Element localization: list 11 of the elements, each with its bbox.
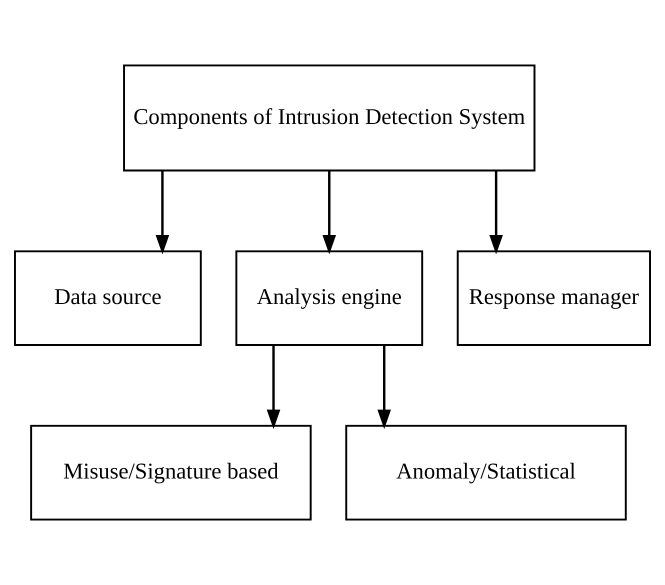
node-box: Response manager [456,250,651,346]
node-box: Components of Intrusion Detection System [123,64,536,172]
arrow [322,170,336,254]
node-box: Analysis engine [235,250,424,346]
node-box: Anomaly/Statistical [345,424,627,520]
arrow [266,345,280,430]
node-box: Misuse/Signature based [30,424,312,520]
arrow [377,345,391,430]
arrow [156,170,170,254]
arrow [489,170,503,254]
node-box: Data source [14,250,202,346]
